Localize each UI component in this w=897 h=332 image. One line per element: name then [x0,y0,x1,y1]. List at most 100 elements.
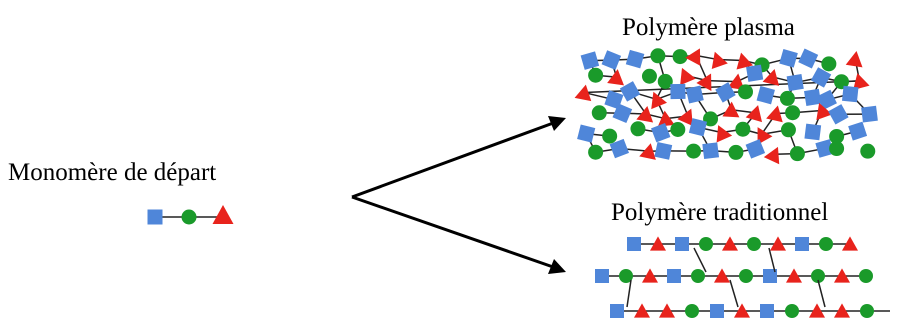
circle-unit-icon [833,74,849,90]
square-unit-icon [609,138,630,159]
triangle-unit-icon [770,236,786,251]
reaction-arrows [351,116,566,274]
circle-unit-icon [670,122,686,138]
triangle-unit-icon [696,73,712,91]
square-unit-icon [828,104,849,125]
triangle-unit-icon [845,50,863,68]
square-unit-icon [763,269,777,283]
square-unit-icon [804,123,822,141]
triangle-unit-icon [642,268,658,283]
circle-unit-icon [181,209,197,225]
circle-unit-icon [785,105,801,121]
square-unit-icon [627,237,641,251]
triangle-unit-icon [745,105,763,123]
circle-unit-icon [819,237,833,251]
arrow-head-plasma-icon [548,116,566,131]
square-unit-icon [651,122,671,143]
start-monomer [147,204,234,225]
square-unit-icon [760,304,774,318]
circle-unit-icon [691,269,705,283]
circle-unit-icon [737,84,753,100]
square-unit-icon [595,269,609,283]
triangle-unit-icon [639,143,656,160]
triangle-unit-icon [853,73,870,91]
square-unit-icon [670,83,686,100]
triangle-unit-icon [714,268,730,283]
circle-unit-icon [641,68,657,84]
triangle-unit-icon [659,303,675,318]
circle-unit-icon [630,121,646,137]
triangle-unit-icon [816,102,833,121]
triangle-unit-icon [834,268,850,283]
triangle-unit-icon [786,268,802,283]
square-unit-icon [715,82,736,103]
triangle-unit-icon [734,303,750,318]
circle-unit-icon [588,67,604,83]
plasma-polymer-label: Polymère plasma [622,14,795,41]
triangle-unit-icon [636,105,654,123]
circle-unit-icon [829,141,845,157]
square-unit-icon [798,48,819,69]
circle-unit-icon [591,105,607,121]
circle-unit-icon [602,128,618,144]
circle-unit-icon [735,121,751,137]
square-unit-icon [688,118,708,137]
square-unit-icon [795,237,809,251]
plasma-polymer-network [574,48,878,165]
triangle-unit-icon [809,303,825,318]
square-unit-icon [654,141,673,160]
circle-unit-icon [747,237,761,251]
square-unit-icon [685,85,704,104]
square-unit-icon [619,81,641,102]
circle-unit-icon [686,143,702,159]
square-unit-icon [675,237,689,251]
triangle-unit-icon [212,204,234,225]
circle-unit-icon [779,90,795,106]
square-unit-icon [848,121,868,141]
circle-unit-icon [811,269,825,283]
circle-unit-icon [829,128,845,144]
triangle-unit-icon [574,84,592,102]
square-unit-icon [147,209,163,225]
circle-unit-icon [859,269,873,283]
triangle-unit-icon [834,303,850,318]
triangle-unit-icon [657,110,675,127]
circle-unit-icon [657,73,673,89]
start-monomer-label: Monomère de départ [8,159,217,186]
square-unit-icon [786,73,804,92]
triangle-unit-icon [766,105,783,123]
bond-line [817,279,826,308]
triangle-unit-icon [727,73,745,90]
triangle-unit-icon [722,236,738,251]
triangle-unit-icon [685,48,701,66]
triangle-unit-icon [757,127,773,145]
square-unit-icon [804,88,822,106]
triangle-unit-icon [842,236,858,251]
square-unit-icon [577,124,596,143]
triangle-unit-icon [651,91,667,110]
circle-unit-icon [650,48,666,64]
bond-line [729,279,739,308]
triangle-unit-icon [680,67,696,86]
square-unit-icon [841,85,859,103]
square-unit-icon [625,49,645,69]
circle-unit-icon [789,146,805,162]
traditional-polymer-label: Polymère traditionnel [611,199,829,226]
bond-line [626,279,632,308]
circle-unit-icon [780,122,796,138]
bond-line [693,247,707,273]
circle-unit-icon [728,144,744,160]
circle-unit-icon [588,144,604,160]
square-unit-icon [815,139,834,158]
square-unit-icon [746,64,764,82]
square-unit-icon [702,142,720,160]
square-unit-icon [612,103,633,124]
square-unit-icon [710,304,724,318]
triangle-unit-icon [722,101,740,118]
bond-line [768,247,776,273]
triangle-unit-icon [763,146,780,165]
square-unit-icon [610,304,624,318]
triangle-unit-icon [762,69,780,86]
circle-unit-icon [619,269,633,283]
